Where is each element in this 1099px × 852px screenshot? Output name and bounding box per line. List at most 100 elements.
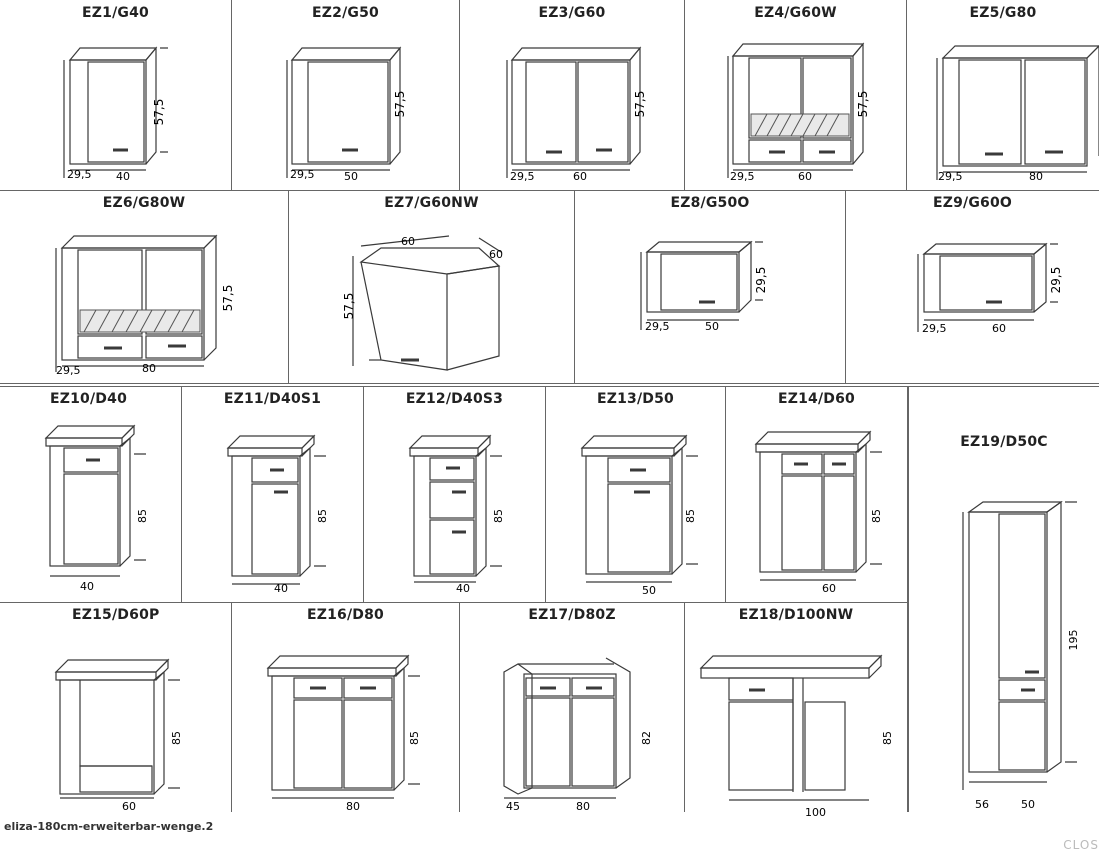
- dim-height: 85: [881, 731, 894, 745]
- ez16-drawing: 85 80: [266, 654, 421, 813]
- unit-title: EZ19/D50C: [960, 434, 1048, 450]
- ez8-drawing: 29,5 29,5 50: [640, 240, 768, 333]
- dim-depth: 29,5: [938, 170, 963, 183]
- close-link[interactable]: CLOS: [1063, 838, 1099, 852]
- dim-height: 57,5: [393, 91, 407, 118]
- dim-height: 57,5: [221, 285, 235, 312]
- dim-depth: 29,5: [510, 170, 535, 183]
- dim-width: 100: [805, 806, 826, 819]
- unit-title: EZ17/D80Z: [528, 607, 616, 623]
- unit-title: EZ18/D100NW: [738, 607, 854, 623]
- dim-width-right: 60: [489, 248, 503, 261]
- unit-title: EZ1/G40: [82, 5, 149, 21]
- dim-depth: 29,5: [56, 364, 81, 377]
- dim-width: 40: [116, 170, 130, 183]
- dim-height: 195: [1067, 630, 1080, 651]
- ez14-drawing: 85 60: [754, 430, 883, 595]
- unit-cell-ez3: EZ3/G60 57,5 29,5 60: [460, 0, 685, 190]
- dim-height: 85: [316, 509, 329, 523]
- dim-width: 80: [142, 362, 156, 375]
- unit-title: EZ9/G60O: [932, 195, 1013, 211]
- ez2-drawing: 57,5 29,5 50: [286, 46, 407, 183]
- unit-cell-ez5: EZ5/G80 29,5 80: [907, 0, 1099, 190]
- ez4-drawing: 57,5 29,5 60: [727, 42, 870, 183]
- unit-title: EZ15/D60P: [72, 607, 160, 623]
- dim-width: 60: [798, 170, 812, 183]
- unit-title: EZ4/G60W: [754, 5, 837, 21]
- unit-cell-ez17: EZ17/D80Z 82 45 80: [460, 602, 685, 813]
- unit-title: EZ3/G60: [538, 5, 606, 21]
- dim-height: 85: [170, 731, 183, 745]
- dim-depth: 56: [975, 798, 989, 811]
- ez17-drawing: 82 45 80: [503, 657, 653, 813]
- unit-title: EZ11/D40S1: [223, 391, 322, 407]
- unit-cell-ez1: EZ1/G40 57,5 29,5 40: [0, 0, 232, 190]
- ez7-drawing: 60 60 57,5: [342, 235, 503, 371]
- ez11-drawing: 85 40: [226, 434, 329, 595]
- unit-cell-ez4: EZ4/G60W 57,5 29,5 60: [685, 0, 907, 190]
- dim-width: 80: [1029, 170, 1043, 183]
- unit-cell-ez7: EZ7/G60NW 60 60 57,5: [289, 190, 575, 383]
- section-divider: [0, 383, 1099, 384]
- unit-cell-ez10: EZ10/D40 85 40: [0, 386, 182, 602]
- unit-title: EZ16/D80: [306, 607, 384, 623]
- row-divider: [0, 190, 1099, 191]
- dim-depth: 29,5: [730, 170, 755, 183]
- dim-height: 85: [408, 731, 421, 745]
- row-divider: [0, 602, 908, 603]
- ez18-drawing: 85 100: [699, 654, 894, 819]
- cabinet-catalog-sheet: EZ1/G40 57,5 29,5 40 EZ2/G50: [0, 0, 1099, 819]
- dim-width-left: 60: [401, 235, 415, 248]
- dim-height: 85: [684, 509, 697, 523]
- dim-height: 29,5: [754, 267, 768, 294]
- dim-height: 85: [136, 509, 149, 523]
- unit-cell-ez15: EZ15/D60P 85 60: [0, 602, 232, 813]
- ez19-drawing: 195 56 50: [962, 500, 1080, 811]
- ez5-drawing: 29,5 80: [936, 45, 1099, 183]
- ez10-drawing: 85 40: [44, 424, 149, 593]
- dim-width: 60: [122, 800, 136, 813]
- dim-width: 60: [822, 582, 836, 595]
- ez3-drawing: 57,5 29,5 60: [506, 46, 647, 183]
- image-caption: eliza-180cm-erweiterbar-wenge.2: [4, 820, 214, 833]
- dim-height: 57,5: [342, 293, 356, 320]
- dim-width: 50: [642, 584, 656, 597]
- dim-width: 80: [576, 800, 590, 813]
- unit-cell-ez8: EZ8/G50O 29,5 29,5 50: [575, 190, 846, 383]
- unit-title: EZ12/D40S3: [405, 391, 504, 407]
- unit-cell-ez9: EZ9/G60O 29,5 29,5 60: [846, 190, 1099, 383]
- dim-width: 50: [705, 320, 719, 333]
- dim-height: 57,5: [152, 99, 166, 126]
- dim-height: 85: [492, 509, 505, 523]
- unit-title: EZ10/D40: [50, 391, 128, 407]
- unit-cell-ez2: EZ2/G50 57,5 29,5 50: [232, 0, 460, 190]
- dim-height: 29,5: [1049, 267, 1063, 294]
- unit-cell-ez19: EZ19/D50C 195 56 50: [908, 386, 1099, 812]
- dim-height: 82: [640, 731, 653, 745]
- unit-cell-ez13: EZ13/D50 85 50: [546, 386, 726, 602]
- ez6-glass-panel: [79, 309, 201, 333]
- dim-width: 60: [992, 322, 1006, 335]
- dim-width: 50: [344, 170, 358, 183]
- unit-cell-ez16: EZ16/D80 85 80: [232, 602, 460, 813]
- unit-title: EZ5/G80: [969, 5, 1037, 21]
- dim-width: 80: [346, 800, 360, 813]
- unit-title: EZ13/D50: [596, 391, 674, 407]
- dim-width: 40: [456, 582, 470, 595]
- ez12-drawing: 85 40: [408, 434, 505, 595]
- ez13-drawing: 85 50: [580, 434, 698, 597]
- unit-title: EZ8/G50O: [670, 195, 750, 211]
- dim-height: 85: [870, 509, 883, 523]
- dim-width: 40: [80, 580, 94, 593]
- unit-title: EZ2/G50: [312, 5, 379, 21]
- dim-width: 60: [573, 170, 587, 183]
- unit-title: EZ6/G80W: [102, 195, 186, 211]
- section-divider: [0, 386, 1099, 387]
- dim-depth: 45: [506, 800, 520, 813]
- unit-cell-ez6: EZ6/G80W 57,5 29,5 80: [0, 190, 289, 383]
- dim-depth: 29,5: [290, 168, 315, 181]
- unit-cell-ez11: EZ11/D40S1 85 40: [182, 386, 364, 602]
- unit-title: EZ7/G60NW: [384, 195, 479, 211]
- ez9-drawing: 29,5 29,5 60: [917, 242, 1063, 335]
- unit-title: EZ14/D60: [777, 391, 855, 407]
